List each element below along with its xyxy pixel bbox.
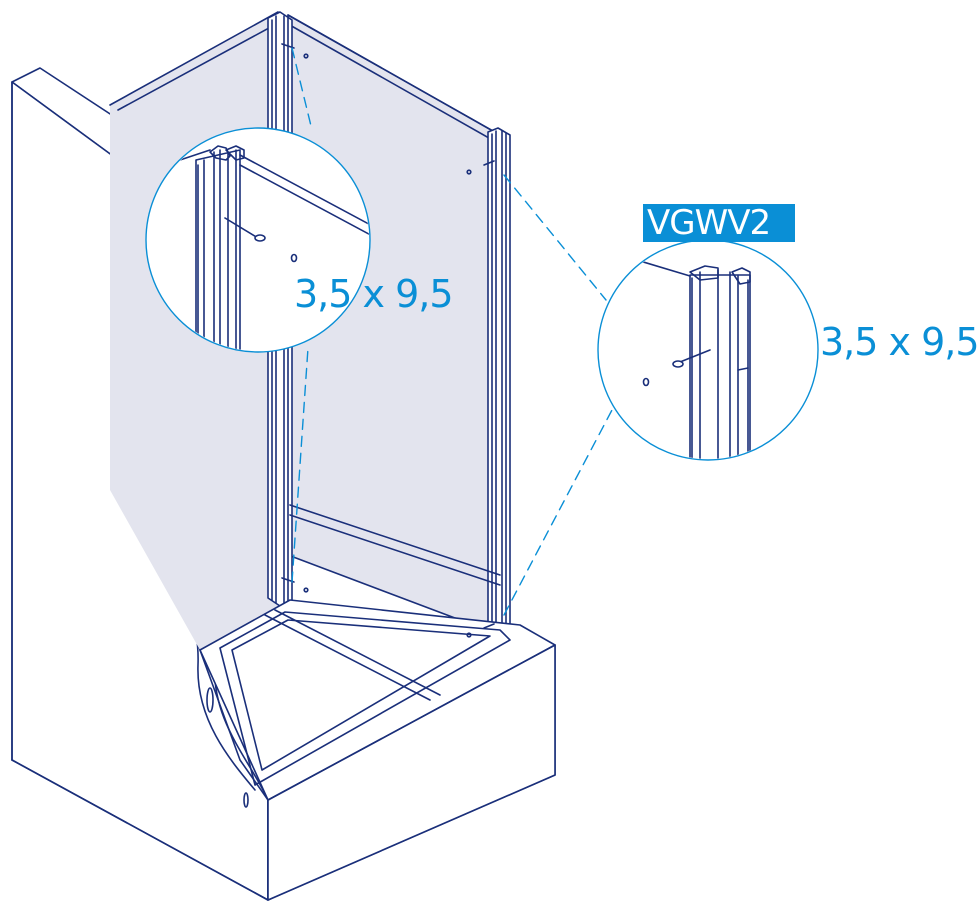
drill-hole-icon [303, 53, 472, 638]
screw-dimension-right-label: 3,5 x 9,5 [820, 320, 979, 364]
installation-diagram: 3,5 x 9,5 3,5 x 9,5 VGWV2 [11, 11, 979, 901]
zoom-detail-right [597, 239, 819, 461]
wall-profile-right [487, 127, 511, 646]
part-code-label: VGWV2 [647, 203, 771, 243]
part-code-badge [643, 204, 795, 242]
zoom-detail-left [145, 127, 371, 353]
screw-dimension-left-label: 3,5 x 9,5 [294, 272, 454, 316]
drawing-canvas [11, 11, 819, 901]
shower-tray [199, 504, 556, 901]
leader-lines [291, 47, 613, 616]
